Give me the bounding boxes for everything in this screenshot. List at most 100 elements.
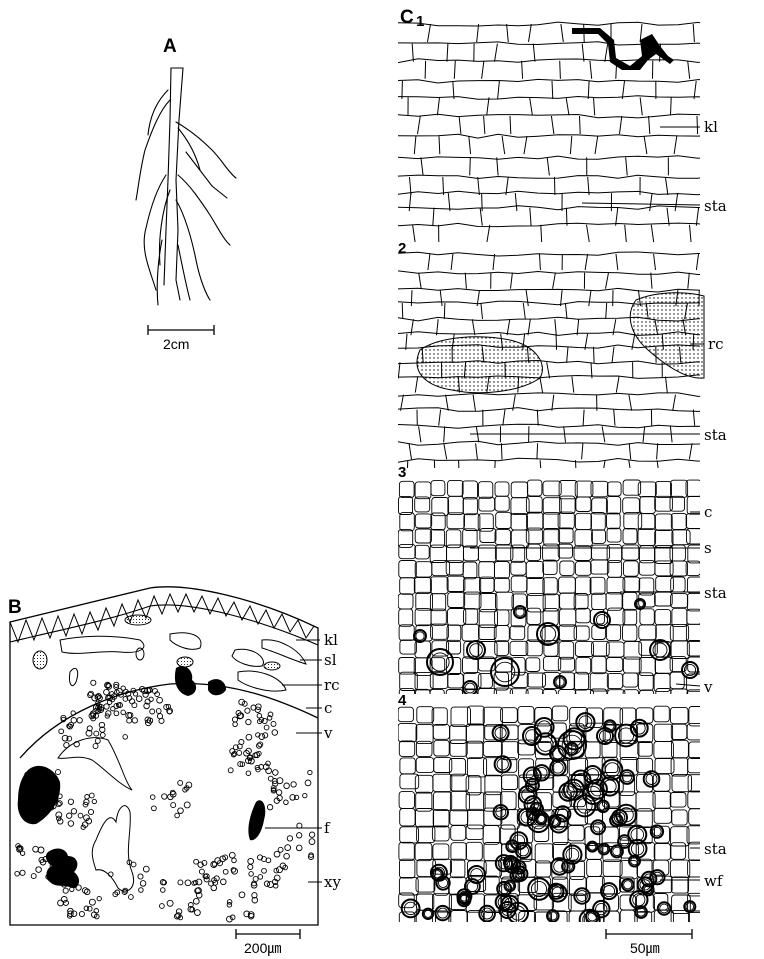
parenchyma-cell	[414, 578, 431, 594]
parenchyma-cell	[417, 859, 436, 876]
vessel-cell	[157, 714, 162, 719]
parenchyma-cell	[400, 672, 418, 690]
cell-wall	[632, 334, 635, 350]
cell-wall	[482, 193, 483, 211]
vessel-cell	[99, 722, 104, 727]
vessel-cell	[278, 847, 283, 852]
cell-wall	[540, 254, 541, 270]
cell-wall	[487, 225, 490, 243]
vessel-cell	[236, 711, 241, 716]
vessel-cell	[231, 868, 236, 873]
cell-wall	[552, 395, 554, 411]
parenchyma-cell	[448, 480, 464, 496]
vessel-cell	[232, 868, 238, 874]
parenchyma-cell	[501, 742, 518, 760]
parenchyma-cell	[553, 741, 572, 760]
parenchyma-cell	[672, 608, 687, 626]
vessel-cell	[104, 689, 110, 695]
parenchyma-cell	[622, 545, 639, 560]
vessel-cell	[463, 681, 477, 695]
cell-wall	[582, 44, 584, 62]
parenchyma-cell	[463, 562, 477, 579]
cell-wall	[589, 290, 591, 306]
vessel-cell	[145, 688, 151, 694]
parenchyma-cell	[655, 758, 674, 773]
parenchyma-cell	[608, 608, 625, 625]
vessel-cell	[98, 707, 104, 713]
parenchyma-cell	[433, 809, 449, 827]
parenchyma-cell	[623, 657, 641, 673]
cell-wall	[480, 208, 482, 226]
vessel-cell	[61, 717, 66, 722]
vessel-cell	[21, 791, 26, 796]
vessel-lumen	[549, 912, 557, 920]
vessel-cell	[233, 722, 238, 727]
cell-wall	[477, 24, 479, 42]
parenchyma-cell	[671, 758, 688, 776]
parenchyma-cell	[672, 895, 691, 914]
cell-wall	[414, 136, 416, 154]
vessel-lumen	[596, 903, 607, 914]
cell-wall	[440, 290, 442, 306]
parenchyma-cell	[484, 911, 501, 927]
vessel-cell	[256, 733, 260, 737]
parenchyma-cell	[416, 809, 434, 828]
parenchyma-cell	[543, 690, 557, 706]
parenchyma-cell	[590, 610, 604, 624]
parenchyma-cell	[688, 758, 705, 773]
parenchyma-cell	[670, 496, 685, 511]
vessel-cell	[528, 878, 550, 900]
parenchyma-cell	[446, 530, 461, 548]
vessel-cell	[84, 889, 90, 895]
cell-wall	[666, 377, 668, 393]
vessel-lumen	[577, 798, 592, 813]
parenchyma-cell	[620, 826, 638, 841]
cell-wall	[588, 177, 589, 195]
vessel-cell	[71, 711, 75, 715]
parenchyma-cell	[655, 826, 670, 843]
cell-wall	[484, 116, 485, 134]
vessel-cell	[239, 892, 245, 898]
panel-b-scale-label: 200㎛	[244, 941, 281, 956]
parenchyma-cell	[511, 513, 528, 530]
parenchyma-cell	[559, 625, 576, 641]
parenchyma-cell	[655, 657, 672, 673]
parenchyma-cell	[671, 910, 689, 929]
vessel-cell	[183, 788, 188, 793]
vessel-cell	[127, 860, 132, 865]
cell-wall	[398, 271, 718, 275]
parenchyma-cell	[636, 708, 653, 723]
parenchyma-cell	[466, 825, 483, 840]
cell-wall	[493, 254, 495, 270]
vessel-cell	[273, 884, 278, 889]
cell-wall	[547, 362, 550, 378]
cell-wall	[605, 44, 608, 62]
parenchyma-cell	[671, 594, 688, 608]
parenchyma-cell	[624, 561, 639, 576]
parenchyma-cell	[464, 609, 478, 625]
vessel-cell	[212, 862, 216, 866]
vessel-cell	[131, 862, 136, 867]
parenchyma-cell	[671, 827, 689, 846]
cell-wall	[556, 334, 557, 350]
parenchyma-cell	[686, 624, 703, 641]
parenchyma-cell	[592, 625, 606, 639]
parenchyma-cell	[495, 482, 509, 496]
vessel-lumen	[498, 897, 509, 908]
vessel-cell	[152, 806, 157, 811]
vessel-cell	[116, 703, 120, 707]
vessel-cell	[248, 858, 254, 864]
vessel-cell	[94, 713, 99, 718]
vessel-lumen	[613, 847, 621, 855]
cell-wall	[398, 175, 718, 178]
vessel-cell	[105, 714, 109, 718]
parenchyma-cell	[415, 641, 431, 658]
parenchyma-cell	[518, 707, 534, 724]
vessel-cell	[147, 718, 152, 723]
parenchyma-cell	[466, 741, 483, 758]
cell-wall	[422, 347, 423, 363]
vessel-cell	[550, 746, 566, 762]
vessel-cell	[259, 717, 264, 722]
cell-wall	[406, 334, 407, 350]
vessel-cell	[89, 713, 95, 719]
